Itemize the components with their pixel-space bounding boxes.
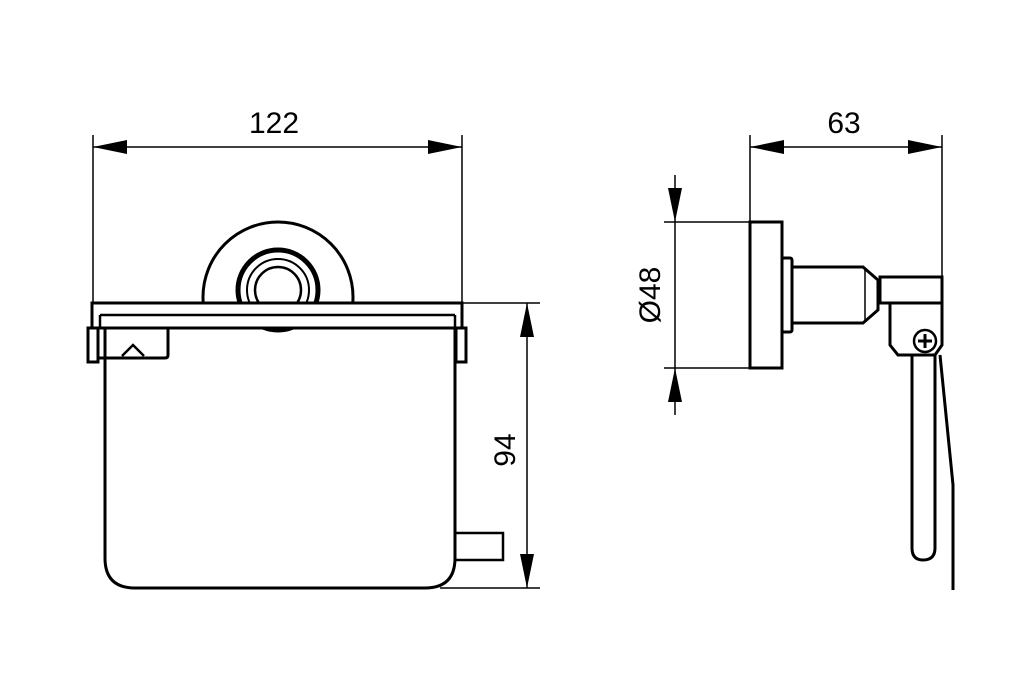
dimension-height-label: 94	[489, 433, 522, 466]
wire-arm	[938, 354, 955, 590]
side-view	[748, 220, 955, 590]
right-hinge	[454, 326, 468, 364]
front-view	[86, 220, 505, 590]
pocket	[98, 328, 170, 360]
screw-icon	[912, 328, 938, 354]
clamp-block	[888, 303, 944, 357]
lever	[910, 355, 937, 562]
wall-rosette	[201, 220, 355, 333]
dimension-width-label: 122	[249, 107, 299, 140]
shaft	[792, 265, 880, 325]
arm-block	[878, 275, 944, 305]
dimension-94	[440, 302, 540, 589]
paper-box	[103, 328, 457, 590]
flange	[780, 256, 794, 334]
dimension-depth-label: 63	[827, 107, 860, 140]
dimension-122	[92, 135, 463, 303]
triangle-mark	[121, 343, 145, 357]
left-hinge	[86, 326, 100, 364]
dimension-diameter-label: Ø48	[634, 267, 667, 324]
dimension-diameter-48	[664, 175, 750, 415]
wall-plate	[748, 220, 784, 370]
roll-end	[453, 531, 505, 562]
dimension-63	[749, 135, 943, 277]
